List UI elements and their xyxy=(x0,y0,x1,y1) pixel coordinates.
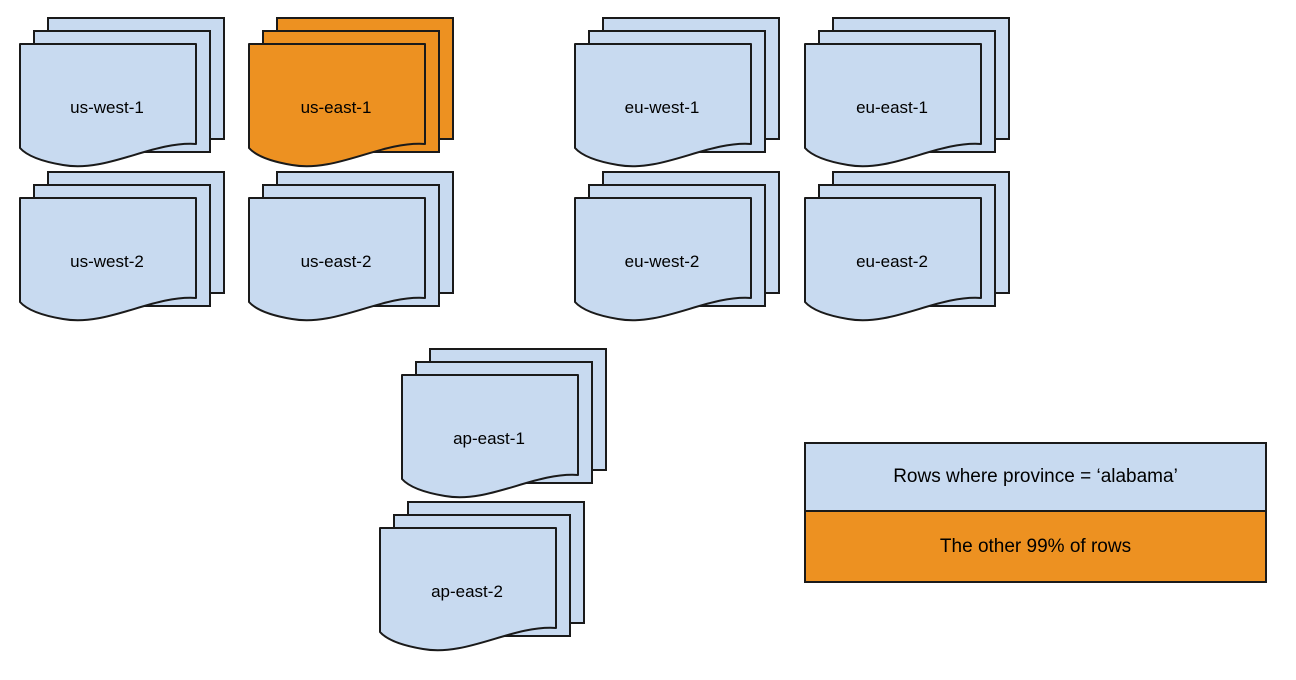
document-stack-eu-east-2[interactable]: eu-east-2 xyxy=(804,171,1010,348)
document-stack-us-west-1[interactable]: us-west-1 xyxy=(19,17,225,194)
document-stack-icon xyxy=(804,17,1010,168)
legend-rows-alabama: Rows where province = ‘alabama’ xyxy=(806,444,1265,512)
document-stack-us-east-2[interactable]: us-east-2 xyxy=(248,171,454,348)
legend-other-rows-label: The other 99% of rows xyxy=(939,535,1132,557)
document-stack-icon xyxy=(19,17,225,168)
document-stack-icon xyxy=(804,171,1010,322)
document-stack-eu-west-2[interactable]: eu-west-2 xyxy=(574,171,780,348)
document-stack-icon xyxy=(19,171,225,322)
legend: Rows where province = ‘alabama’ The other… xyxy=(804,442,1267,583)
legend-rows-alabama-label: Rows where province = ‘alabama’ xyxy=(893,466,1178,487)
document-stack-icon xyxy=(401,348,607,499)
document-stack-icon xyxy=(248,17,454,168)
document-stack-ap-east-2[interactable]: ap-east-2 xyxy=(379,501,585,678)
document-stack-icon xyxy=(248,171,454,322)
document-stack-us-west-2[interactable]: us-west-2 xyxy=(19,171,225,348)
legend-other-rows: The other 99% of rows xyxy=(806,512,1265,581)
document-stack-icon xyxy=(574,17,780,168)
document-stack-icon xyxy=(574,171,780,322)
document-stack-icon xyxy=(379,501,585,652)
document-stack-ap-east-1[interactable]: ap-east-1 xyxy=(401,348,607,525)
document-stack-us-east-1[interactable]: us-east-1 xyxy=(248,17,454,194)
